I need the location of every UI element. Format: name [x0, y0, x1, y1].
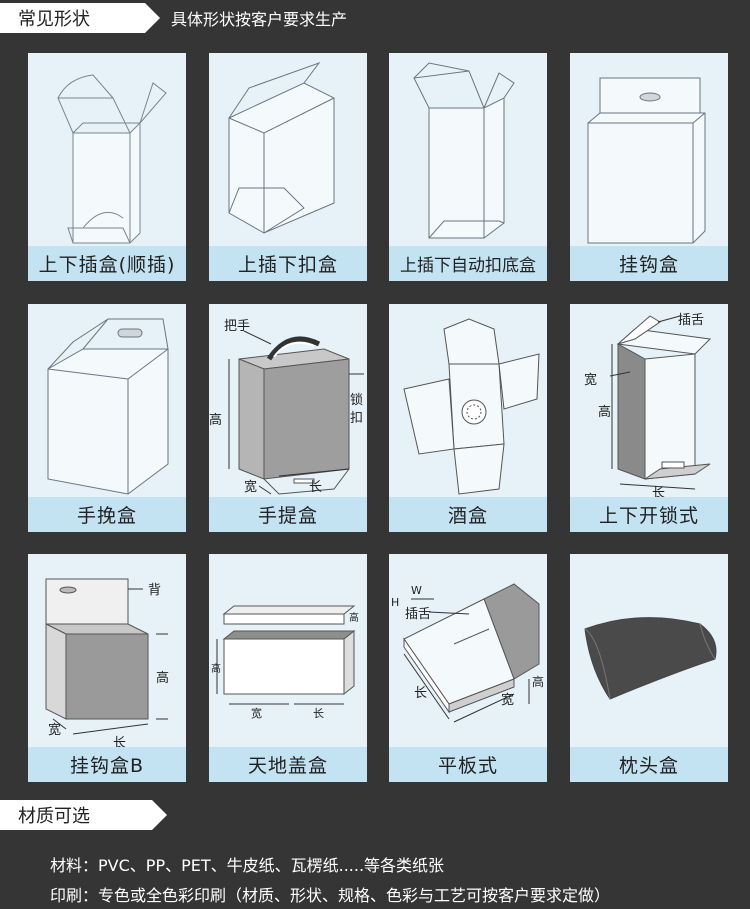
- material-key: 材料: [50, 856, 83, 875]
- hanger-b-box-illustration: 背 高 宽 长: [45, 578, 169, 747]
- material-colon: ：: [82, 856, 99, 875]
- box-label: 平板式: [389, 747, 547, 782]
- box-label: 上下插盒(顺插): [28, 246, 186, 281]
- lock-annotation: 锁: [350, 392, 363, 408]
- material-value: PVC、PP、PET、牛皮纸、瓦楞纸.....等各类纸张: [98, 856, 445, 875]
- printing-line: 印刷：专色或全色彩印刷（材质、形状、规格、色彩与工艺可按客户要求定做）: [50, 882, 610, 906]
- carry-handle-box-illustration: [47, 318, 169, 495]
- length-annotation: 长: [414, 686, 427, 701]
- box-label: 枕头盒: [570, 747, 728, 782]
- height-annotation: 高: [598, 404, 611, 420]
- w-annotation: W: [411, 584, 422, 597]
- box-card-auto-bottom[interactable]: 上插下自动扣底盒: [389, 53, 547, 281]
- box-label: 手挽盒: [28, 497, 186, 532]
- back-annotation: 背: [148, 583, 161, 598]
- height-annotation: 高: [532, 674, 544, 689]
- snap-lock-box-illustration: [228, 61, 335, 234]
- box-card-flat[interactable]: W H 插舌 长 宽 高 平板式: [389, 554, 547, 782]
- lock2-annotation: 扣: [350, 411, 363, 426]
- lock-end-box-illustration: 插舌 宽 高 长: [584, 313, 712, 497]
- box-label: 手提盒: [209, 497, 367, 532]
- width-annotation: 宽: [251, 706, 262, 720]
- width-annotation: 宽: [244, 479, 257, 495]
- box-label: 天地盖盒: [209, 747, 367, 782]
- box-label: 上插下扣盒: [209, 246, 367, 281]
- materials-section-header: 材质可选: [0, 800, 167, 830]
- length-annotation: 长: [652, 486, 665, 497]
- width-annotation: 宽: [584, 372, 597, 388]
- length-annotation: 长: [313, 707, 324, 720]
- width-annotation: 宽: [501, 692, 514, 708]
- h-annotation: H: [391, 596, 399, 609]
- materials-line: 材料：PVC、PP、PET、牛皮纸、瓦楞纸.....等各类纸张: [50, 852, 444, 876]
- height-annotation: 高: [209, 412, 222, 428]
- print-colon: ：: [82, 886, 99, 905]
- box-card-tuck-end[interactable]: 上下插盒(顺插): [28, 53, 186, 281]
- box-label: 挂钩盒B: [28, 747, 186, 782]
- tuck-end-box-illustration: [57, 74, 167, 244]
- wine-box-illustration: [403, 318, 540, 495]
- box-label: 上下开锁式: [570, 497, 728, 532]
- hanger-box-illustration: [587, 77, 706, 244]
- shapes-section-title: 常见形状: [0, 3, 160, 33]
- handle-annotation: 把手: [224, 319, 250, 334]
- shapes-section-subtitle: 具体形状按客户要求生产: [171, 10, 348, 29]
- box-label: 上插下自动扣底盒: [389, 246, 547, 281]
- box-label: 酒盒: [389, 497, 547, 532]
- shapes-section-header: 常见形状 具体形状按客户要求生产: [0, 3, 347, 33]
- auto-bottom-box-illustration: [413, 62, 515, 239]
- flat-box-illustration: W H 插舌 长 宽 高: [391, 583, 544, 723]
- box-card-snap-lock[interactable]: 上插下扣盒: [209, 53, 367, 281]
- print-key: 印刷: [50, 886, 83, 905]
- box-card-hanger-b[interactable]: 背 高 宽 长 挂钩盒B: [28, 554, 186, 782]
- lid-base-box-illustration: 高 高 宽 长: [211, 605, 359, 720]
- tongue-annotation: 插舌: [405, 607, 431, 622]
- box-card-carry-handle[interactable]: 手挽盒: [28, 304, 186, 532]
- width-annotation: 宽: [48, 722, 61, 738]
- height-top-annotation: 高: [349, 611, 359, 624]
- length-annotation: 长: [309, 480, 322, 495]
- box-card-pillow[interactable]: 枕头盒: [570, 554, 728, 782]
- length-annotation: 长: [113, 736, 126, 747]
- box-card-lid-base[interactable]: 高 高 宽 长 天地盖盒: [209, 554, 367, 782]
- materials-section-title: 材质可选: [0, 800, 167, 830]
- tongue-annotation: 插舌: [678, 313, 704, 328]
- height-bottom-annotation: 高: [211, 662, 221, 675]
- box-card-lock-end[interactable]: 插舌 宽 高 长 上下开锁式: [570, 304, 728, 532]
- handle-box-illustration: 把手 高 锁 扣 宽 长: [209, 319, 364, 495]
- print-value: 专色或全色彩印刷（材质、形状、规格、色彩与工艺可按客户要求定做）: [98, 886, 611, 905]
- box-card-handle-box[interactable]: 把手 高 锁 扣 宽 长 手提盒: [209, 304, 367, 532]
- box-card-hanger[interactable]: 挂钩盒: [570, 53, 728, 281]
- pillow-box-illustration: [584, 617, 717, 700]
- box-label: 挂钩盒: [570, 246, 728, 281]
- height-annotation: 高: [156, 670, 169, 686]
- box-card-wine-box[interactable]: 酒盒: [389, 304, 547, 532]
